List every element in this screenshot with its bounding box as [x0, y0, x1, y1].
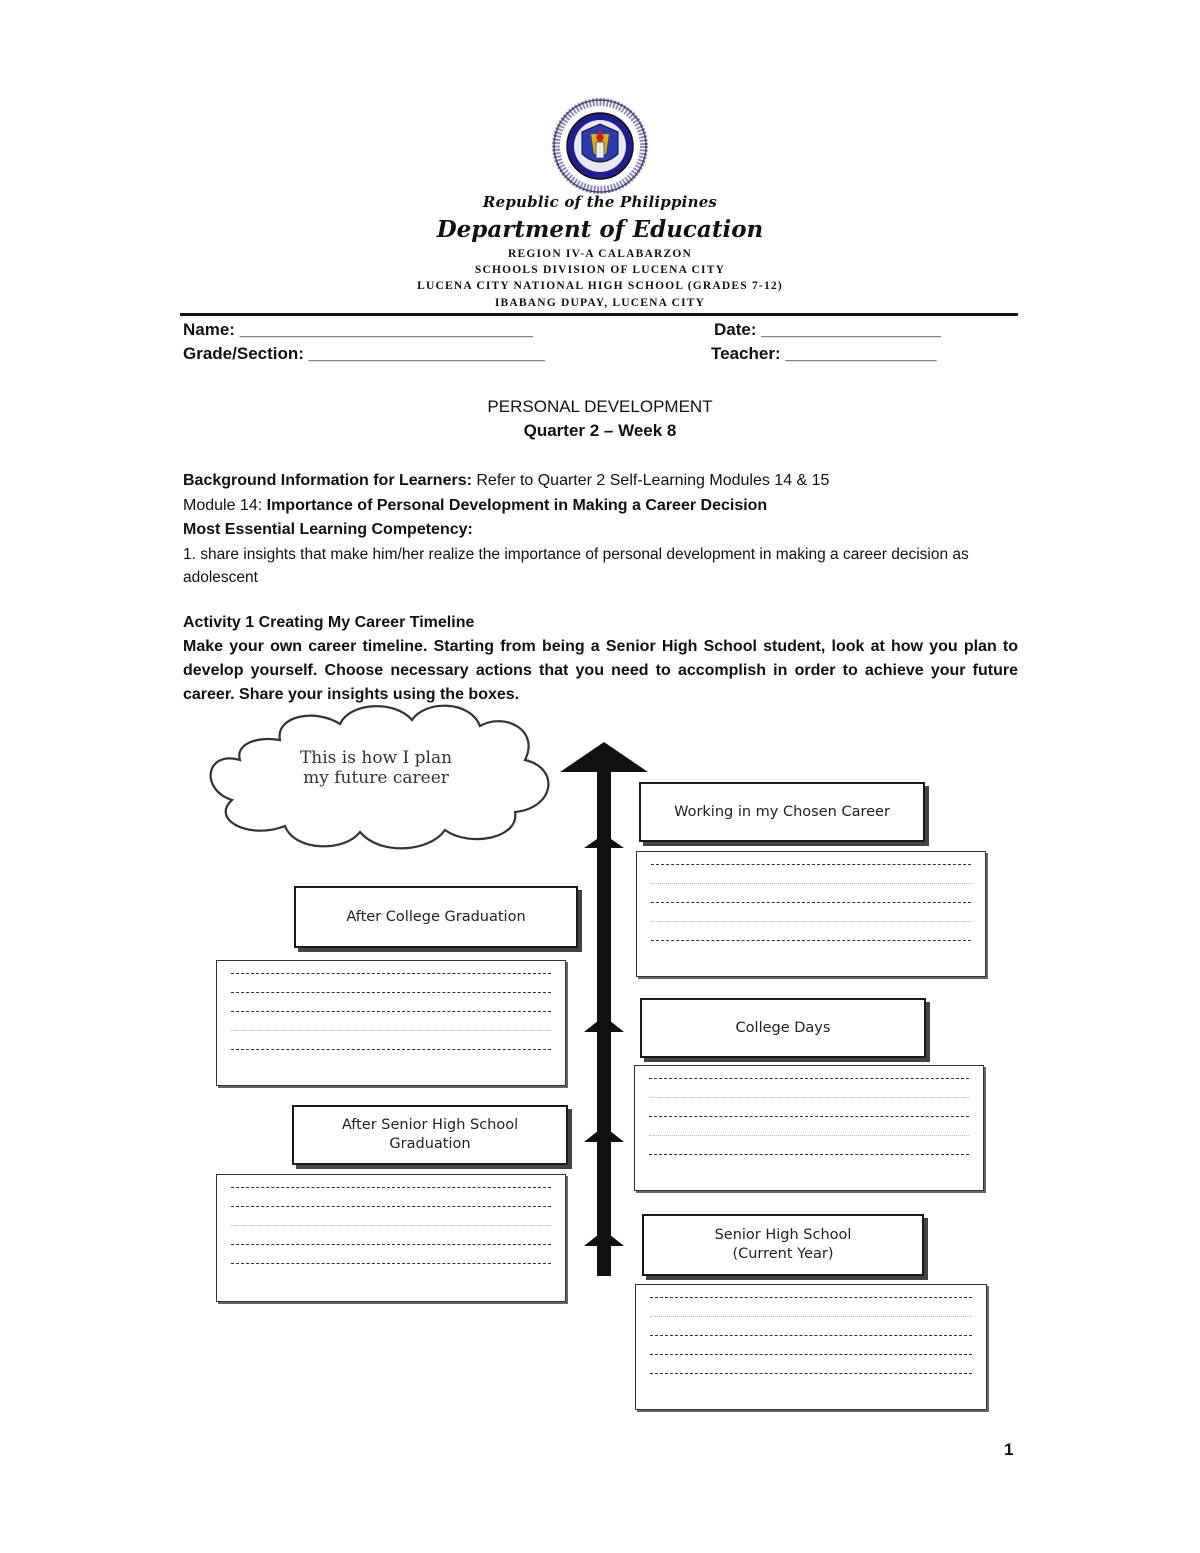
answer-line — [649, 1154, 969, 1155]
answer-box-college-days[interactable] — [634, 1065, 984, 1191]
answer-line — [231, 992, 551, 993]
region-line: REGION IV-A CALABARZON — [507, 248, 692, 260]
answer-line — [651, 921, 971, 922]
answer-line — [650, 1373, 972, 1374]
answer-line — [651, 883, 971, 884]
answer-line — [231, 1187, 551, 1188]
answer-line — [650, 1335, 972, 1336]
timeline-marker — [584, 1016, 624, 1032]
address-line: IBABANG DUPAY, LUCENA CITY — [494, 297, 706, 309]
answer-line — [231, 1263, 551, 1264]
stage-college-days: College Days — [640, 998, 926, 1058]
deped-seal — [552, 98, 648, 194]
date-field[interactable]: Date: ___________________ — [714, 320, 941, 339]
competency-text: 1. share insights that make him/her real… — [183, 546, 969, 586]
answer-box-working-career[interactable] — [636, 851, 986, 977]
grade-section-field[interactable]: Grade/Section: _________________________ — [183, 344, 546, 363]
answer-line — [231, 1011, 551, 1012]
answer-line — [231, 973, 551, 974]
header-divider — [180, 313, 1018, 316]
activity-instructions: Make your own career timeline. Starting … — [183, 638, 1018, 703]
stage-after-college: After College Graduation — [294, 886, 578, 948]
quarter-week: Quarter 2 – Week 8 — [523, 421, 677, 440]
page-number: 1 — [1004, 1440, 1014, 1459]
answer-line — [650, 1297, 972, 1298]
name-field[interactable]: Name: _______________________________ — [183, 320, 533, 339]
answer-line — [649, 1116, 969, 1117]
timeline-marker — [584, 834, 624, 848]
melc-heading: Most Essential Learning Competency: — [183, 521, 473, 538]
school-line: LUCENA CITY NATIONAL HIGH SCHOOL (GRADES… — [417, 280, 783, 292]
subject-title: PERSONAL DEVELOPMENT — [487, 397, 713, 416]
answer-line — [650, 1316, 972, 1317]
answer-line — [649, 1078, 969, 1079]
timeline-arrow-head — [560, 742, 648, 772]
republic-heading: Republic of the Philippines — [482, 193, 718, 211]
module-label: Module 14: — [183, 497, 263, 514]
answer-box-after-shs[interactable] — [216, 1174, 566, 1302]
background-information: Background Information for Learners: Ref… — [183, 469, 1018, 493]
answer-line — [231, 1206, 551, 1207]
department-heading: Department of Education — [436, 216, 764, 243]
stage-senior-high: Senior High School (Current Year) — [642, 1214, 924, 1276]
teacher-field[interactable]: Teacher: ________________ — [711, 344, 937, 363]
timeline-marker — [584, 1126, 624, 1142]
answer-line — [231, 1049, 551, 1050]
answer-line — [649, 1097, 969, 1098]
activity-title: Activity 1 Creating My Career Timeline — [183, 614, 475, 631]
answer-line — [231, 1244, 551, 1245]
timeline-arrow-shaft — [597, 766, 611, 1276]
answer-box-senior-high[interactable] — [635, 1284, 987, 1410]
answer-line — [649, 1135, 969, 1136]
timeline-marker — [584, 1230, 624, 1246]
answer-box-after-college[interactable] — [216, 960, 566, 1086]
answer-line — [651, 940, 971, 941]
answer-line — [231, 1030, 551, 1031]
stage-after-shs: After Senior High School Graduation — [292, 1105, 568, 1165]
answer-line — [651, 864, 971, 865]
answer-line — [650, 1354, 972, 1355]
division-line: SCHOOLS DIVISION OF LUCENA CITY — [474, 264, 726, 276]
background-text: Refer to Quarter 2 Self-Learning Modules… — [471, 472, 830, 489]
answer-line — [231, 1225, 551, 1226]
stage-working-career: Working in my Chosen Career — [639, 782, 925, 842]
answer-line — [651, 902, 971, 903]
cloud-text: This is how I plan my future career — [299, 748, 453, 788]
background-label: Background Information for Learners: — [183, 472, 472, 489]
module-title: Importance of Personal Development in Ma… — [262, 497, 768, 514]
module-line: Module 14: Importance of Personal Develo… — [183, 494, 1018, 518]
